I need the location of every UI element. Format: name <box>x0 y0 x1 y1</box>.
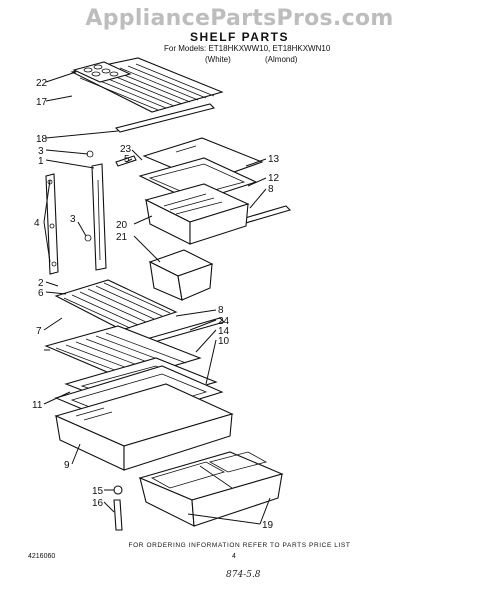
callout-24: 24 <box>218 316 230 327</box>
handwritten-note: 874-5.8 <box>226 570 261 580</box>
model-almond-label: (Almond) <box>265 55 298 64</box>
callout-6: 6 <box>38 288 44 299</box>
watermark: AppliancePartsPros.com <box>85 6 394 31</box>
callout-5: 5 <box>124 154 130 165</box>
callout-16: 16 <box>92 498 104 509</box>
callout-10: 10 <box>218 336 230 347</box>
crisper-housing <box>54 383 234 471</box>
callout-14: 14 <box>218 326 230 337</box>
callout-18: 18 <box>36 134 48 145</box>
storage-bin-21 <box>148 249 214 301</box>
shelf-support-post <box>113 485 123 531</box>
callout-1: 1 <box>38 156 44 167</box>
callout-20: 20 <box>116 220 128 231</box>
crisper-pan-20 <box>144 183 250 245</box>
ladder-rail-right <box>84 150 107 271</box>
callout-2: 2 <box>38 278 44 289</box>
callout-11: 11 <box>32 400 43 411</box>
callout-22: 22 <box>36 78 48 89</box>
callout-19: 19 <box>262 520 274 531</box>
callout-3-top: 3 <box>38 146 44 157</box>
page-title: SHELF PARTS <box>190 30 289 44</box>
callout-21: 21 <box>116 232 128 243</box>
wire-shelf-7 <box>54 279 178 331</box>
page-number: 4 <box>232 553 236 560</box>
callout-7: 7 <box>36 326 42 337</box>
callout-8-mid: 8 <box>218 305 224 316</box>
callout-8-top: 8 <box>268 184 274 195</box>
callout-4: 4 <box>34 218 40 229</box>
callout-labels: 22 17 18 3 1 23 5 13 12 8 4 3 20 21 2 6 … <box>32 78 280 531</box>
document-number: 4216060 <box>28 553 56 560</box>
ladder-rail-left <box>45 173 59 275</box>
callout-12: 12 <box>268 173 280 184</box>
callout-3-mid: 3 <box>70 214 76 225</box>
model-white-label: (White) <box>205 55 231 64</box>
model-numbers: For Models: ET18HKXWW10, ET18HKXWN10 <box>164 44 331 53</box>
egg-tray <box>72 61 132 83</box>
leader-lines <box>43 71 271 525</box>
shelf-rail-18 <box>114 103 216 133</box>
callout-13: 13 <box>268 154 280 165</box>
callout-17: 17 <box>36 97 48 108</box>
callout-9: 9 <box>64 460 70 471</box>
callout-23: 23 <box>120 144 132 155</box>
crisper-drawers <box>138 451 284 527</box>
ordering-footer: FOR ORDERING INFORMATION REFER TO PARTS … <box>128 542 351 549</box>
shelf-bracket-5 <box>115 155 137 167</box>
callout-15: 15 <box>92 486 104 497</box>
